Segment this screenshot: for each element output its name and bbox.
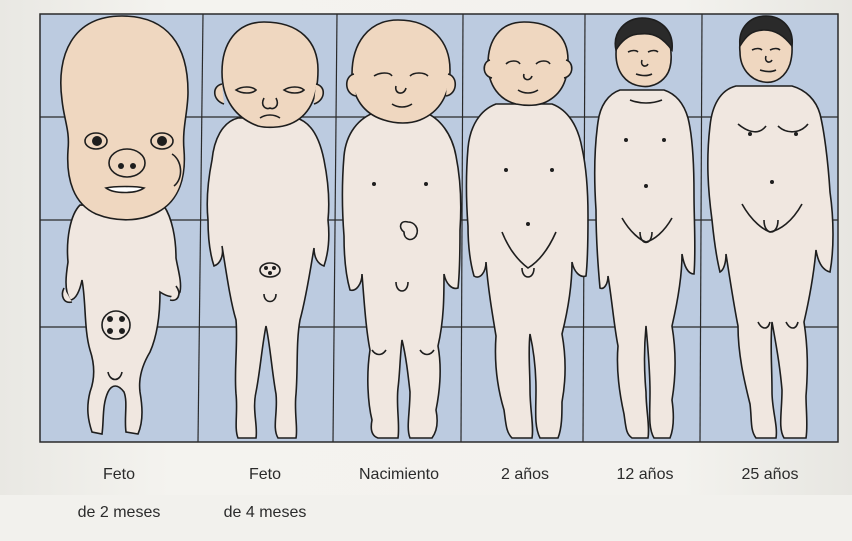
caption-feto-4-meses: Feto de 4 meses [210, 446, 320, 541]
caption-feto-2-meses-line1: Feto [64, 465, 174, 484]
body-proportions-diagram [0, 0, 852, 495]
caption-feto-2-meses-line2: de 2 meses [64, 503, 174, 522]
caption-feto-4-meses-line1: Feto [210, 465, 320, 484]
caption-nacimiento: Nacimiento [344, 446, 454, 503]
caption-12-anos-line1: 12 años [590, 465, 700, 484]
caption-nacimiento-line1: Nacimiento [344, 465, 454, 484]
caption-feto-2-meses: Feto de 2 meses [64, 446, 174, 541]
caption-2-anos: 2 años [470, 446, 580, 503]
caption-25-anos-line1: 25 años [715, 465, 825, 484]
caption-25-anos: 25 años [715, 446, 825, 503]
caption-feto-4-meses-line2: de 4 meses [210, 503, 320, 522]
caption-12-anos: 12 años [590, 446, 700, 503]
caption-2-anos-line1: 2 años [470, 465, 580, 484]
